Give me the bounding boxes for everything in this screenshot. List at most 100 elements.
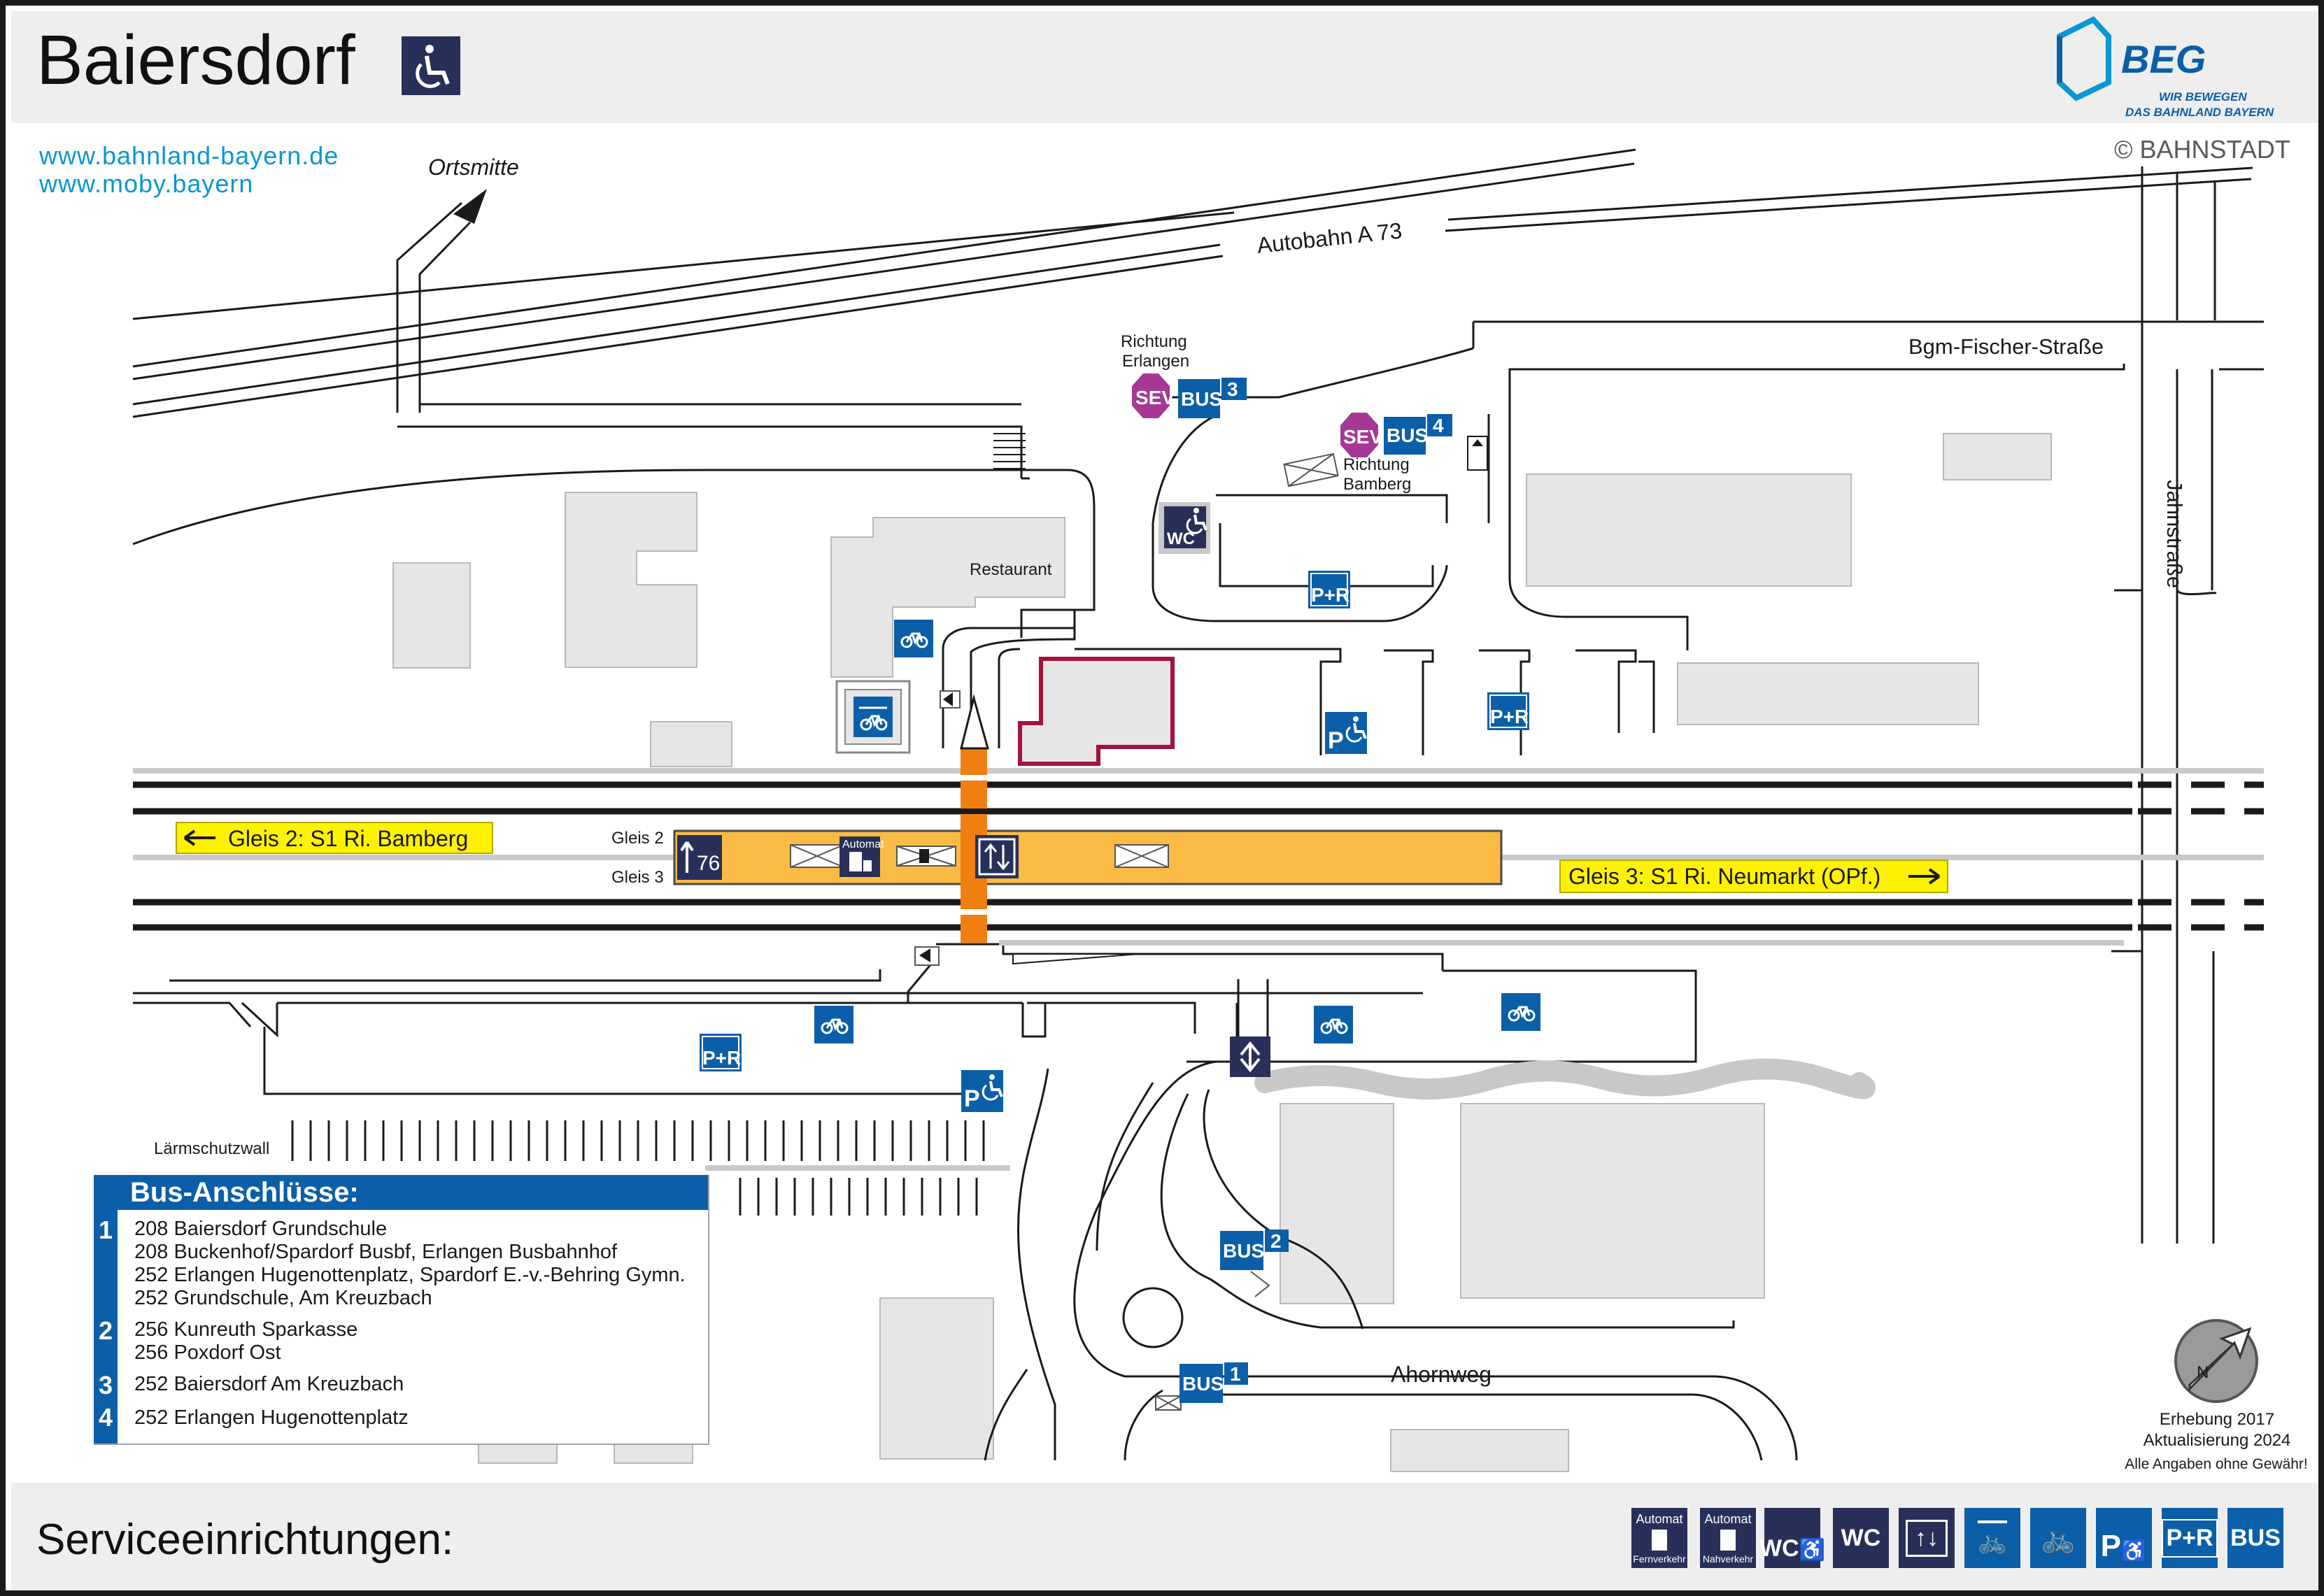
bus-stop-number: 3	[98, 1371, 113, 1399]
accessible-wc-icon: WC♿	[1759, 1508, 1825, 1568]
bus-line: 252 Erlangen Hugenottenplatz	[134, 1406, 409, 1429]
autobahn-label: Autobahn A 73	[1256, 218, 1403, 258]
bus-line: 256 Kunreuth Sparkasse	[134, 1318, 358, 1341]
noise-barrier	[291, 1120, 985, 1216]
ticket-machine-icon: Automat	[839, 836, 884, 877]
gleis-2-label: Gleis 2	[611, 829, 664, 848]
restaurant-building	[830, 517, 1065, 678]
south-ramp	[1012, 953, 1140, 965]
disabled-parking-icon: P	[1325, 712, 1367, 754]
bgm-fischer-strasse-label: Bgm-Fischer-Straße	[1908, 334, 2104, 359]
svg-text:DAS BAHNLAND BAYERN: DAS BAHNLAND BAYERN	[2125, 106, 2274, 119]
bus-stop-1: BUS 1	[1179, 1362, 1248, 1403]
bus-shelter-icon	[1283, 453, 1339, 487]
roundabout	[1122, 1287, 1184, 1348]
gleis-2-direction-sign: Gleis 2: S1 Ri. Bamberg	[176, 822, 493, 854]
building	[650, 721, 732, 767]
bus-connections-title: Bus-Anschlüsse:	[94, 1175, 708, 1210]
bus-line: 252 Baiersdorf Am Kreuzbach	[134, 1373, 404, 1395]
building	[1677, 662, 1979, 725]
building	[565, 492, 697, 668]
svg-text:SEV: SEV	[1135, 387, 1175, 408]
svg-text:P+R: P+R	[1311, 584, 1349, 606]
building	[1943, 433, 2052, 480]
elevator-icon: ↑↓	[1899, 1508, 1955, 1568]
shelter-icon	[790, 844, 844, 868]
link-moby-bayern[interactable]: www.moby.bayern	[39, 169, 254, 198]
gleis-3-direction-sign: Gleis 3: S1 Ri. Neumarkt (OPf.)	[1559, 860, 1948, 893]
svg-text:P: P	[964, 1085, 980, 1112]
elevator-icon	[1230, 1036, 1270, 1077]
bus-line: 252 Grundschule, Am Kreuzbach	[134, 1287, 432, 1309]
bus-line: 252 Erlangen Hugenottenplatz, Spardorf E…	[134, 1264, 686, 1286]
gleis-3-label: Gleis 3	[611, 868, 664, 887]
hedge	[1254, 1058, 1876, 1100]
ticket-validator-icon	[896, 846, 956, 867]
beg-logo: BEG WIR BEWEGEN DAS BAHNLAND BAYERN	[2057, 16, 2274, 119]
header-bar	[11, 11, 2318, 123]
page-title: Baiersdorf	[36, 21, 355, 99]
building	[1280, 1103, 1394, 1304]
sev-bus-stop-3: SEV BUS 3	[1132, 373, 1247, 418]
roads	[132, 148, 2264, 1461]
bus-stop-number-column	[94, 1210, 118, 1444]
bus-stop-2: BUS 2	[1220, 1230, 1289, 1270]
survey-date: Erhebung 2017	[2159, 1410, 2275, 1429]
disabled-parking-icon: P♿	[2096, 1508, 2152, 1568]
bus-stop-number: 1	[98, 1216, 113, 1244]
svg-text:3: 3	[1227, 378, 1238, 400]
svg-text:BUS: BUS	[1223, 1240, 1264, 1262]
bike-parking-icon	[894, 620, 933, 657]
jahnstrasse-label: Jahnstraße	[2162, 480, 2187, 588]
building	[392, 562, 471, 669]
svg-text:Gleis 3: S1 Ri. Neumarkt (OPf.: Gleis 3: S1 Ri. Neumarkt (OPf.)	[1568, 864, 1880, 889]
bus-shelter-icon	[1250, 1271, 1270, 1297]
richtung-bamberg-label: Bamberg	[1343, 475, 1411, 494]
station-building	[1018, 657, 1175, 766]
tracks	[133, 768, 2264, 1171]
svg-text:Gleis 2: S1 Ri. Bamberg: Gleis 2: S1 Ri. Bamberg	[228, 826, 468, 851]
accessible-wc-icon: WC	[1159, 502, 1210, 554]
ticket-machine-local-icon: Automat Nahverkehr	[1700, 1508, 1756, 1568]
elevator-icon	[975, 835, 1019, 878]
bus-line: 208 Buckenhof/Spardorf Busbf, Erlangen B…	[134, 1241, 618, 1263]
park-and-ride-icon: P+R	[1308, 571, 1350, 608]
shelter-icon	[1114, 844, 1169, 868]
bus-icon: BUS	[2227, 1508, 2283, 1568]
svg-text:BUS: BUS	[1181, 388, 1222, 410]
ortsmitte-label: Ortsmitte	[428, 155, 519, 180]
building	[1460, 1103, 1765, 1299]
bus-line: 256 Poxdorf Ost	[134, 1341, 281, 1364]
copyright-label: © BAHNSTADT	[2114, 135, 2290, 164]
richtung-bamberg-label: Richtung	[1343, 455, 1410, 474]
ramp-path	[942, 627, 1075, 748]
park-and-ride-icon: P+R	[2162, 1508, 2218, 1568]
svg-text:WC: WC	[1167, 529, 1195, 548]
platform-height-icon: 76	[677, 835, 722, 880]
ticket-validator-icon	[914, 946, 940, 966]
svg-text:BUS: BUS	[1387, 425, 1428, 446]
bus-connections-panel	[94, 1175, 709, 1445]
svg-text:P+R: P+R	[702, 1047, 741, 1069]
svg-text:N: N	[2197, 1363, 2209, 1382]
services-title: Serviceeinrichtungen:	[36, 1516, 454, 1564]
covered-bike-parking-icon: 🚲	[1964, 1508, 2020, 1568]
building	[1390, 1429, 1569, 1472]
accessibility-icon	[402, 36, 460, 95]
update-date: Aktualisierung 2024	[2143, 1431, 2291, 1450]
richtung-erlangen-label: Richtung	[1121, 332, 1187, 351]
ticket-validator-icon	[940, 690, 961, 708]
bike-parking-icon	[814, 1006, 853, 1043]
link-bahnland-bayern[interactable]: www.bahnland-bayern.de	[39, 141, 339, 170]
richtung-erlangen-label: Erlangen	[1122, 352, 1189, 371]
compass-icon: N	[2174, 1319, 2258, 1403]
bike-parking-icon	[1501, 993, 1540, 1031]
svg-text:WIR BEWEGEN: WIR BEWEGEN	[2159, 90, 2247, 104]
park-and-ride-icon: P+R	[1487, 692, 1529, 730]
park-and-ride-icon: P+R	[700, 1034, 742, 1071]
sev-bus-stop-4: SEV BUS 4	[1340, 413, 1452, 457]
buildings	[392, 433, 2052, 1472]
svg-text:1: 1	[1230, 1363, 1241, 1385]
ortsmitte-arrow-icon	[453, 189, 487, 224]
